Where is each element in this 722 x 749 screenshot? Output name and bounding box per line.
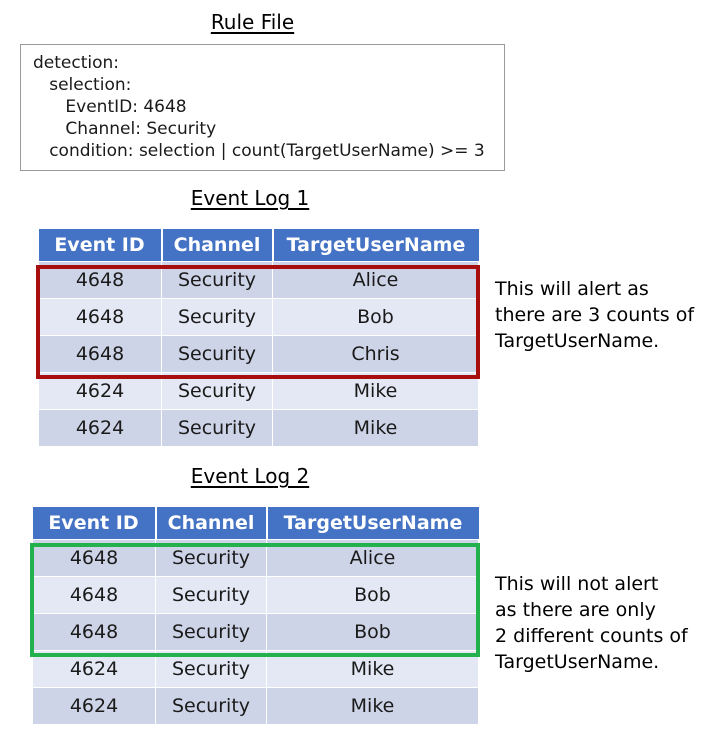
- event-log-1-table: Event ID Channel TargetUserName 4648 Sec…: [38, 229, 479, 447]
- rule-line-condition: condition: selection | count(TargetUserN…: [33, 141, 485, 161]
- table-header-row: Event ID Channel TargetUserName: [38, 229, 479, 262]
- cell-targetusername: Alice: [272, 261, 479, 299]
- cell-channel: Security: [161, 335, 273, 373]
- cell-event-id: 4624: [32, 650, 156, 688]
- cell-event-id: 4648: [38, 261, 162, 299]
- table-row: 4624 Security Mike: [38, 409, 479, 447]
- rule-line-detection: detection:: [33, 53, 120, 73]
- event-log-2-annotation: This will not alert as there are only 2 …: [495, 573, 688, 673]
- cell-event-id: 4648: [38, 298, 162, 336]
- column-header-channel: Channel: [160, 229, 274, 262]
- cell-event-id: 4648: [32, 576, 156, 614]
- event-log-2-table: Event ID Channel TargetUserName 4648 Sec…: [32, 507, 479, 725]
- table-row: 4624 Security Mike: [32, 650, 479, 688]
- table-row: 4624 Security Mike: [32, 687, 479, 725]
- cell-channel: Security: [161, 372, 273, 410]
- table-row: 4648 Security Bob: [38, 298, 479, 336]
- cell-targetusername: Bob: [266, 613, 479, 651]
- cell-targetusername: Mike: [272, 372, 479, 410]
- cell-targetusername: Bob: [266, 576, 479, 614]
- cell-targetusername: Mike: [272, 409, 479, 447]
- cell-event-id: 4624: [38, 409, 162, 447]
- cell-targetusername: Alice: [266, 539, 479, 577]
- column-header-channel: Channel: [154, 507, 268, 540]
- cell-channel: Security: [161, 261, 273, 299]
- cell-event-id: 4648: [38, 335, 162, 373]
- cell-event-id: 4624: [38, 372, 162, 410]
- cell-event-id: 4648: [32, 613, 156, 651]
- column-header-targetusername: TargetUserName: [265, 507, 479, 540]
- table-row: 4624 Security Mike: [38, 372, 479, 410]
- cell-targetusername: Mike: [266, 687, 479, 725]
- table-row: 4648 Security Bob: [32, 576, 479, 614]
- table-row: 4648 Security Chris: [38, 335, 479, 373]
- cell-targetusername: Chris: [272, 335, 479, 373]
- column-header-event-id: Event ID: [32, 507, 157, 540]
- rule-line-eventid: EventID: 4648: [33, 97, 187, 117]
- event-log-1-title: Event Log 1: [190, 186, 310, 210]
- cell-channel: Security: [155, 613, 267, 651]
- cell-event-id: 4624: [32, 687, 156, 725]
- cell-channel: Security: [155, 576, 267, 614]
- rule-line-channel: Channel: Security: [33, 119, 217, 139]
- cell-channel: Security: [161, 298, 273, 336]
- event-log-2-title: Event Log 2: [190, 464, 310, 488]
- rule-line-selection: selection:: [33, 75, 132, 95]
- event-log-1-annotation: This will alert as there are 3 counts of…: [495, 278, 695, 352]
- cell-channel: Security: [155, 687, 267, 725]
- cell-targetusername: Mike: [266, 650, 479, 688]
- table-row: 4648 Security Alice: [38, 261, 479, 299]
- table-row: 4648 Security Alice: [32, 539, 479, 577]
- column-header-targetusername: TargetUserName: [271, 229, 479, 262]
- cell-channel: Security: [155, 650, 267, 688]
- column-header-event-id: Event ID: [38, 229, 163, 262]
- rule-file-box: detection: selection: EventID: 4648 Chan…: [20, 44, 505, 171]
- cell-channel: Security: [155, 539, 267, 577]
- table-header-row: Event ID Channel TargetUserName: [32, 507, 479, 540]
- table-row: 4648 Security Bob: [32, 613, 479, 651]
- rule-file-title: Rule File: [210, 10, 295, 34]
- cell-targetusername: Bob: [272, 298, 479, 336]
- cell-event-id: 4648: [32, 539, 156, 577]
- cell-channel: Security: [161, 409, 273, 447]
